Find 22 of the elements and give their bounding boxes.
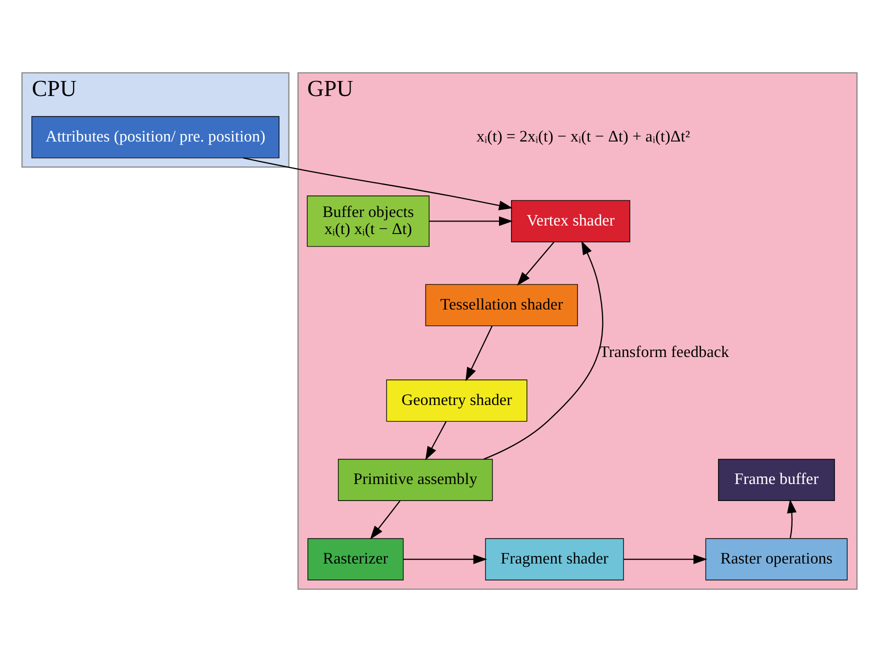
arrow <box>484 240 604 460</box>
arrow <box>787 499 797 538</box>
arrow <box>425 421 447 460</box>
arrow <box>429 216 513 226</box>
label: xᵢ(t) = 2xᵢ(t) − xᵢ(t − Δt) + aᵢ(t)Δt² <box>476 128 690 146</box>
arrow <box>624 554 708 564</box>
node-box: Rasterizer <box>307 538 404 580</box>
node-box: Fragment shader <box>485 538 624 580</box>
arrow <box>370 500 400 540</box>
node-box: Attributes (position/ pre. position) <box>31 116 280 158</box>
node-box: Buffer objects xᵢ(t) xᵢ(t − Δt) <box>306 196 430 247</box>
node-box: Vertex shader <box>511 200 630 242</box>
node-box: Primitive assembly <box>338 458 493 501</box>
node-box: Raster operations <box>705 538 848 580</box>
edge-label: Transform feedback <box>600 344 730 362</box>
arrow <box>517 242 554 286</box>
arrow <box>466 326 493 382</box>
node-box: Geometry shader <box>386 380 528 422</box>
node-box: Frame buffer <box>718 458 835 501</box>
node-box: Tessellation shader <box>425 284 578 326</box>
arrow <box>243 157 513 210</box>
arrow <box>403 554 488 564</box>
